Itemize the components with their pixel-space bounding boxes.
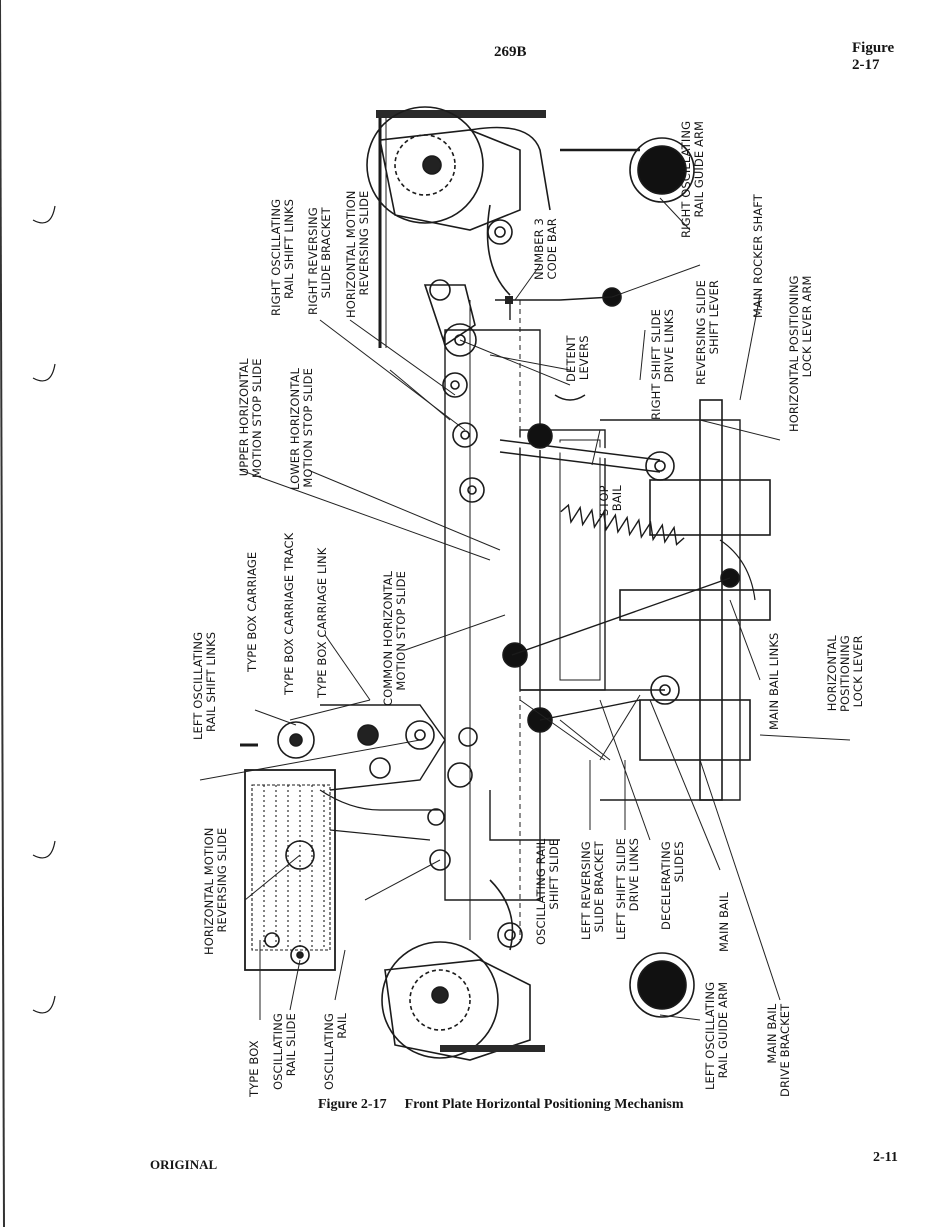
figure-caption-ref: Figure 2-17 [318, 1097, 387, 1112]
label-main-bail: MAIN BAIL [717, 892, 731, 952]
footer-original: ORIGINAL [150, 1157, 218, 1172]
label-main-rocker-shaft: MAIN ROCKER SHAFT [751, 194, 765, 318]
label-main-bail-links: MAIN BAIL LINKS [767, 632, 781, 730]
document-id: 269B [494, 44, 527, 60]
figure-label: Figure 2-17 [852, 40, 894, 74]
page-number: 2-11 [873, 1150, 898, 1165]
figure-caption: Figure 2-17 Front Plate Horizontal Positi… [318, 1097, 684, 1113]
label-type-box: TYPE BOX [247, 1040, 261, 1097]
figure-word: Figure [852, 40, 895, 56]
figure-number: 2-17 [852, 57, 880, 73]
label-type-box-carriage: TYPE BOX CARRIAGE [245, 551, 259, 672]
figure-caption-title: Front Plate Horizontal Positioning Mecha… [404, 1097, 684, 1112]
label-type-box-carriage-link: TYPE BOX CARRIAGE LINK [315, 547, 329, 698]
label-type-box-carriage-track: TYPE BOX CARRIAGE TRACK [282, 532, 296, 695]
